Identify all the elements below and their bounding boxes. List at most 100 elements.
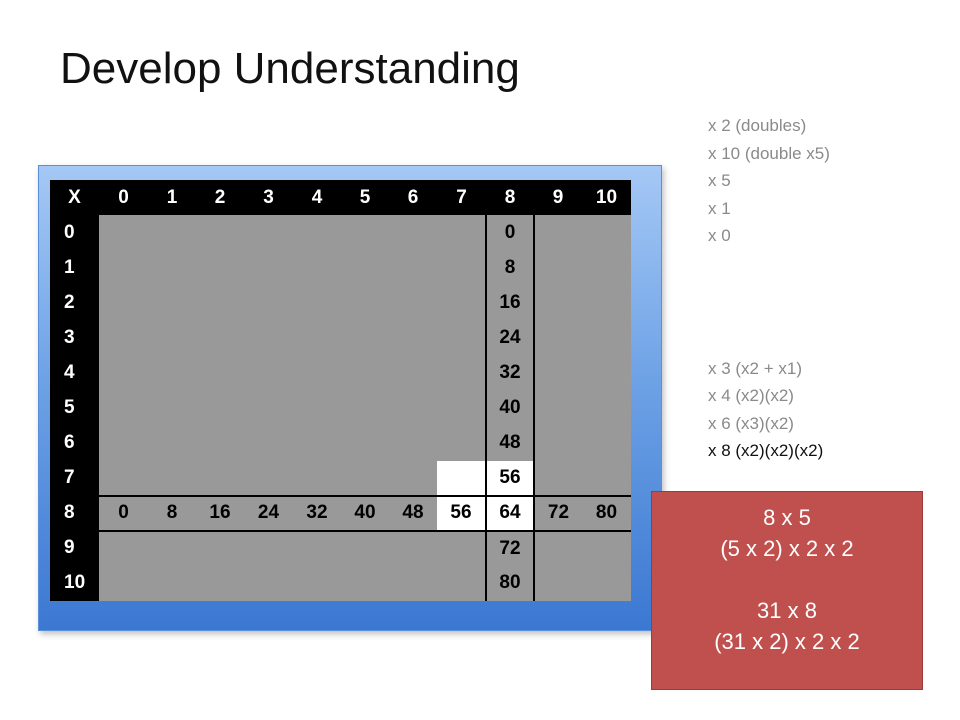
- table-cell: [99, 215, 148, 251]
- table-row: 5 40: [50, 390, 631, 426]
- table-cell: [341, 215, 389, 251]
- column-header: 4: [293, 180, 341, 216]
- table-cell-value: 72: [485, 530, 535, 566]
- table-cell: [196, 390, 244, 426]
- row-header: 2: [50, 285, 99, 321]
- table-cell: [244, 565, 293, 601]
- table-cell-value: 48: [389, 494, 437, 532]
- slide-title: Develop Understanding: [60, 44, 520, 93]
- row-header: 8: [50, 495, 99, 531]
- table-cell-value: 16: [196, 494, 244, 532]
- column-header: 3: [244, 180, 293, 216]
- table-cell: [582, 565, 631, 601]
- table-cell-value: 24: [244, 494, 293, 532]
- table-cell: [293, 215, 341, 251]
- table-cell: [341, 460, 389, 496]
- table-cell: [437, 285, 486, 321]
- table-cell: [341, 285, 389, 321]
- table-cell: [196, 285, 244, 321]
- table-cell: [99, 355, 148, 391]
- table-cell: [148, 460, 196, 496]
- table-row: 2 16: [50, 285, 631, 321]
- row-header: 9: [50, 530, 99, 566]
- table-cell-value: 16: [485, 285, 535, 321]
- table-cell: [437, 215, 486, 251]
- table-cell: [148, 390, 196, 426]
- callout-line: (5 x 2) x 2 x 2: [720, 536, 854, 561]
- table-cell: [341, 390, 389, 426]
- table-cell: [99, 530, 148, 566]
- table-cell: [534, 425, 582, 461]
- table-row: 9 72: [50, 530, 631, 566]
- table-cell-value: 64: [485, 494, 535, 532]
- strategy-list: x 2 (doubles) x 10 (double x5) x 5 x 1 x…: [708, 112, 948, 465]
- table-cell-value: 24: [485, 320, 535, 356]
- strategy-item-current: x 8 (x2)(x2)(x2): [708, 441, 824, 460]
- table-cell-value: 48: [485, 425, 535, 461]
- table-cell: [437, 565, 486, 601]
- table-cell: [389, 460, 437, 496]
- column-header: 2: [196, 180, 244, 216]
- table-cell: [99, 565, 148, 601]
- table-cell: [244, 460, 293, 496]
- strategy-gap: [708, 250, 948, 355]
- table-cell: [244, 250, 293, 286]
- row-header: 6: [50, 425, 99, 461]
- table-cell: [293, 250, 341, 286]
- table-cell-value: 0: [99, 494, 148, 532]
- strategy-item: x 2 (doubles): [708, 116, 807, 135]
- table-cell: [534, 390, 582, 426]
- table-cell: [534, 565, 582, 601]
- column-header: 5: [341, 180, 389, 216]
- table-cell: [148, 355, 196, 391]
- table-cell: [196, 250, 244, 286]
- row-header: 4: [50, 355, 99, 391]
- table-cell: [244, 530, 293, 566]
- row-header: 7: [50, 460, 99, 496]
- column-header: 10: [582, 180, 631, 216]
- table-cell: [341, 565, 389, 601]
- table-cell: [437, 355, 486, 391]
- table-cell: [341, 355, 389, 391]
- column-header: 8: [486, 180, 534, 216]
- table-cell: [341, 530, 389, 566]
- table-cell: [582, 250, 631, 286]
- table-cell: [293, 460, 341, 496]
- strategy-item: x 3 (x2 + x1): [708, 358, 803, 378]
- table-cell: [148, 320, 196, 356]
- table-cell: [99, 390, 148, 426]
- table-cell: [534, 355, 582, 391]
- table-cell: [148, 425, 196, 461]
- table-cell-value: 32: [293, 494, 341, 532]
- row-header: 5: [50, 390, 99, 426]
- table-cell-value: 56: [437, 494, 486, 532]
- row-header: 3: [50, 320, 99, 356]
- row-header: 10: [50, 565, 99, 601]
- table-cell: [244, 285, 293, 321]
- example-callout: 8 x 5 (5 x 2) x 2 x 2 31 x 8 (31 x 2) x …: [651, 491, 923, 690]
- table-cell: [534, 460, 582, 496]
- table-cell: [437, 390, 486, 426]
- table-cell-value: 40: [485, 390, 535, 426]
- table-cell: [582, 425, 631, 461]
- strategy-item: x 6 (x3)(x2): [708, 413, 794, 433]
- callout-line: 8 x 5: [763, 505, 811, 530]
- table-cell: [148, 285, 196, 321]
- table-cell: [99, 250, 148, 286]
- table-cell: [389, 390, 437, 426]
- callout-line: [652, 564, 922, 595]
- callout-line: 31 x 8: [757, 598, 817, 623]
- table-cell: [437, 250, 486, 286]
- table-cell: [389, 425, 437, 461]
- table-cell: [293, 285, 341, 321]
- table-cell-value: 80: [582, 494, 631, 532]
- table-cell: [244, 425, 293, 461]
- table-cell-value: 8: [485, 250, 535, 286]
